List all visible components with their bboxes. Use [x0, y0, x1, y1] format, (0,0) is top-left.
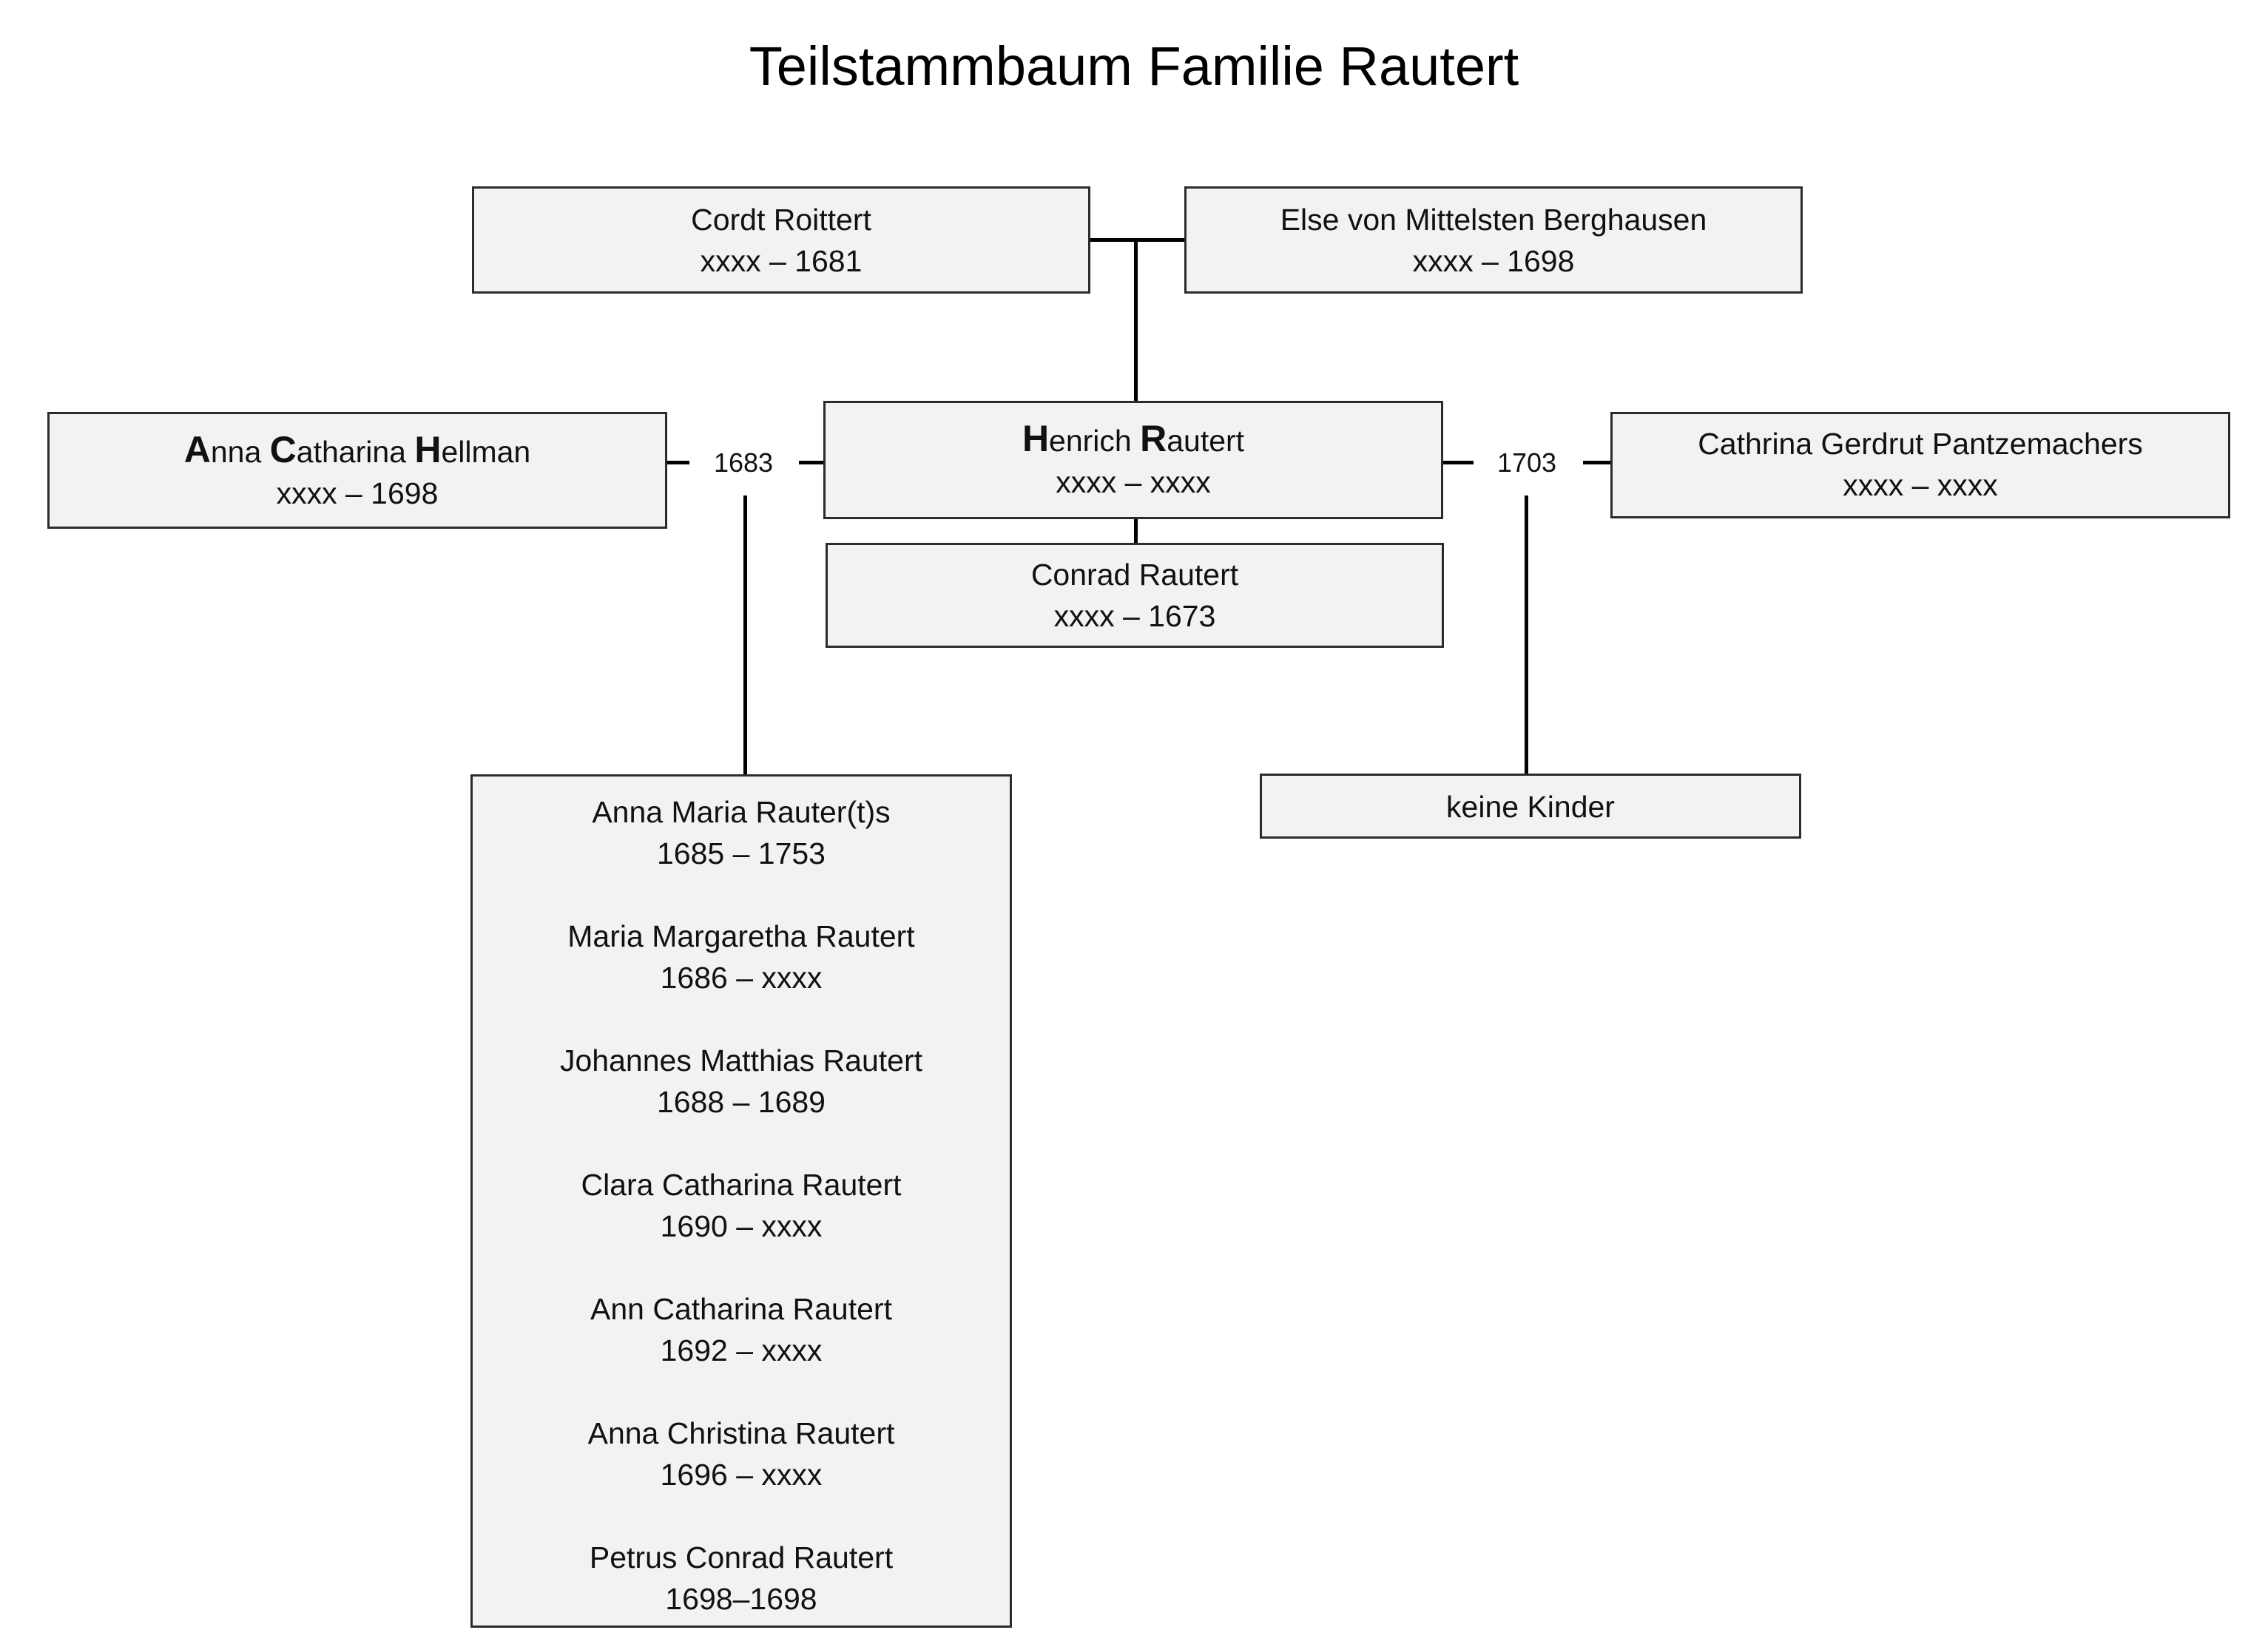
child-dates: 1690 – xxxx — [660, 1209, 823, 1243]
mother-name: Else von Mittelsten Berghausen — [1280, 203, 1707, 237]
child-7: Petrus Conrad Rautert 1698–1698 — [473, 1537, 1010, 1620]
child-3: Johannes Matthias Rautert 1688 – 1689 — [473, 1040, 1010, 1123]
child-name: Anna Maria Rauter(t)s — [592, 795, 891, 829]
child-name: Anna Christina Rautert — [587, 1416, 895, 1450]
child-name: Ann Catharina Rautert — [590, 1292, 892, 1326]
spouse1-name-part-1: nna — [210, 435, 270, 469]
child-dates: 1685 – 1753 — [656, 836, 826, 870]
main-initial-1: H — [1022, 418, 1050, 459]
spouse2-marriage-line-right — [1583, 461, 1611, 464]
child-dates: 1696 – xxxx — [660, 1458, 823, 1492]
spouse2-name: Cathrina Gerdrut Pantzemachers — [1698, 427, 2143, 461]
mother-dates: xxxx – 1698 — [1412, 244, 1575, 278]
main-initial-2: R — [1140, 418, 1167, 459]
child-4: Clara Catharina Rautert 1690 – xxxx — [473, 1164, 1010, 1247]
spouse2-marriage-line-left — [1442, 461, 1474, 464]
child-2: Maria Margaretha Rautert 1686 – xxxx — [473, 916, 1010, 998]
parents-descent-line — [1134, 238, 1138, 404]
spouse1-dates: xxxx – 1698 — [276, 476, 439, 510]
spouse2-box: Cathrina Gerdrut Pantzemachers xxxx – xx… — [1610, 412, 2230, 518]
main-name-part-2: autert — [1167, 424, 1245, 458]
child-1: Anna Maria Rauter(t)s 1685 – 1753 — [473, 791, 1010, 874]
spouse1-initial-3: H — [414, 429, 442, 470]
father-box: Cordt Roittert xxxx – 1681 — [472, 186, 1090, 294]
mother-box: Else von Mittelsten Berghausen xxxx – 16… — [1184, 186, 1803, 294]
father-name: Cordt Roittert — [691, 203, 871, 237]
child-name: Maria Margaretha Rautert — [567, 919, 915, 953]
child-name: Clara Catharina Rautert — [581, 1168, 902, 1202]
main-name-part-1: enrich — [1049, 424, 1141, 458]
spouse1-name-part-2: atharina — [296, 435, 415, 469]
marriage-year-1: 1683 — [713, 447, 774, 478]
child-5: Ann Catharina Rautert 1692 – xxxx — [473, 1288, 1010, 1371]
spouse1-marriage-line-right — [799, 461, 824, 464]
children1-descent-line — [743, 495, 747, 775]
main-person-box: Henrich Rautert xxxx – xxxx — [823, 401, 1443, 519]
child-dates: 1688 – 1689 — [656, 1085, 826, 1119]
child-dates: 1692 – xxxx — [660, 1333, 823, 1367]
page-title: Teilstammbaum Familie Rautert — [749, 35, 1519, 97]
spouse1-box: Anna Catharina Hellman xxxx – 1698 — [47, 412, 667, 529]
spouse2-dates: xxxx – xxxx — [1843, 468, 1998, 502]
child-name: Petrus Conrad Rautert — [589, 1540, 894, 1574]
spouse1-name: Anna Catharina Hellman — [50, 429, 665, 473]
sibling-link-line — [1134, 519, 1138, 543]
no-children-label: keine Kinder — [1446, 790, 1615, 824]
spouse1-initial-1: A — [183, 429, 211, 470]
parents-marriage-line — [1090, 238, 1185, 242]
sibling-dates: xxxx – 1673 — [1053, 599, 1216, 633]
marriage-year-2: 1703 — [1496, 447, 1557, 478]
spouse1-marriage-line-left — [667, 461, 689, 464]
children2-descent-line — [1525, 495, 1528, 775]
child-6: Anna Christina Rautert 1696 – xxxx — [473, 1413, 1010, 1495]
children2-box: keine Kinder — [1260, 774, 1801, 839]
child-dates: 1686 – xxxx — [660, 961, 823, 995]
spouse1-initial-2: C — [269, 429, 297, 470]
spouse1-name-part-3: ellman — [441, 435, 531, 469]
main-person-dates: xxxx – xxxx — [1056, 465, 1211, 499]
main-person-name: Henrich Rautert — [826, 418, 1441, 461]
child-dates: 1698–1698 — [665, 1582, 817, 1616]
children1-box: Anna Maria Rauter(t)s 1685 – 1753 Maria M… — [470, 774, 1012, 1628]
sibling-name: Conrad Rautert — [1030, 558, 1239, 592]
child-name: Johannes Matthias Rautert — [560, 1043, 922, 1078]
father-dates: xxxx – 1681 — [700, 244, 863, 278]
sibling-box: Conrad Rautert xxxx – 1673 — [826, 543, 1444, 648]
